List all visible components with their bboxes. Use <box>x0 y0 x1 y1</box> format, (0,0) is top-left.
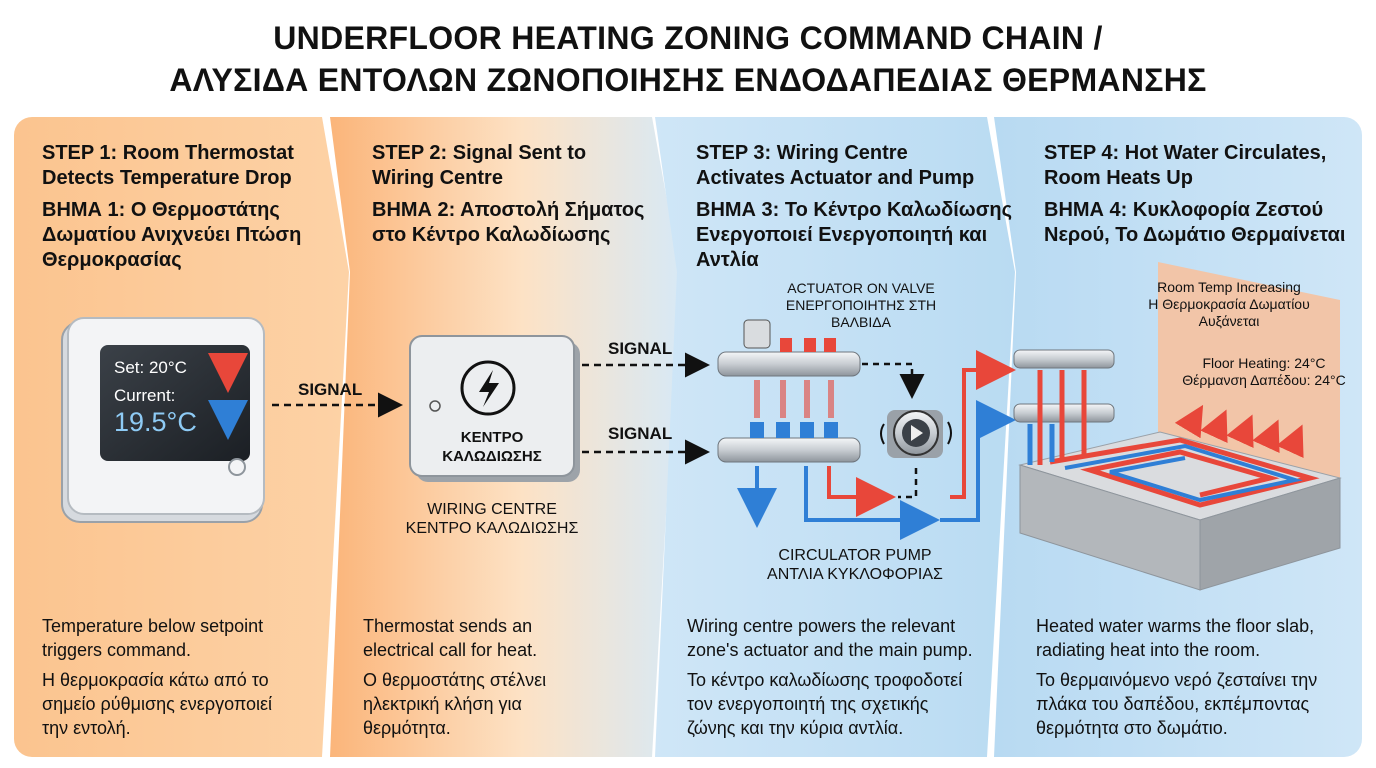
step-4-desc-en: Heated water warms the floor slab,radiat… <box>1036 616 1315 660</box>
thermostat-current-value: 19.5°C <box>114 407 197 437</box>
thermostat-setpoint: Set: 20°C <box>114 358 187 377</box>
step-4-heading-en: STEP 4: Hot Water Circulates,Room Heats … <box>1044 142 1327 189</box>
wiring-centre-box <box>409 335 580 482</box>
floor-manifold <box>1013 349 1115 465</box>
floor-slab <box>1018 262 1342 591</box>
actuator-valve <box>743 319 771 349</box>
thermostat-device <box>61 317 265 523</box>
manifold <box>717 319 861 463</box>
diagram-title-el: ΑΛΥΣΙΔΑ ΕΝΤΟΛΩΝ ΖΩΝΟΠΟΙΗΣΗΣ ΕΝΔΟΔΑΠΕΔΙΑΣ… <box>169 62 1207 98</box>
heat-rise-icons <box>1174 404 1304 459</box>
signal-label-2: SIGNAL <box>608 339 673 358</box>
signal-label-3: SIGNAL <box>608 424 673 443</box>
thermostat-current-label: Current: <box>114 386 176 405</box>
circulator-pump <box>880 410 952 458</box>
diagram-title-en: UNDERFLOOR HEATING ZONING COMMAND CHAIN … <box>273 20 1103 56</box>
signal-label-1: SIGNAL <box>298 380 363 399</box>
